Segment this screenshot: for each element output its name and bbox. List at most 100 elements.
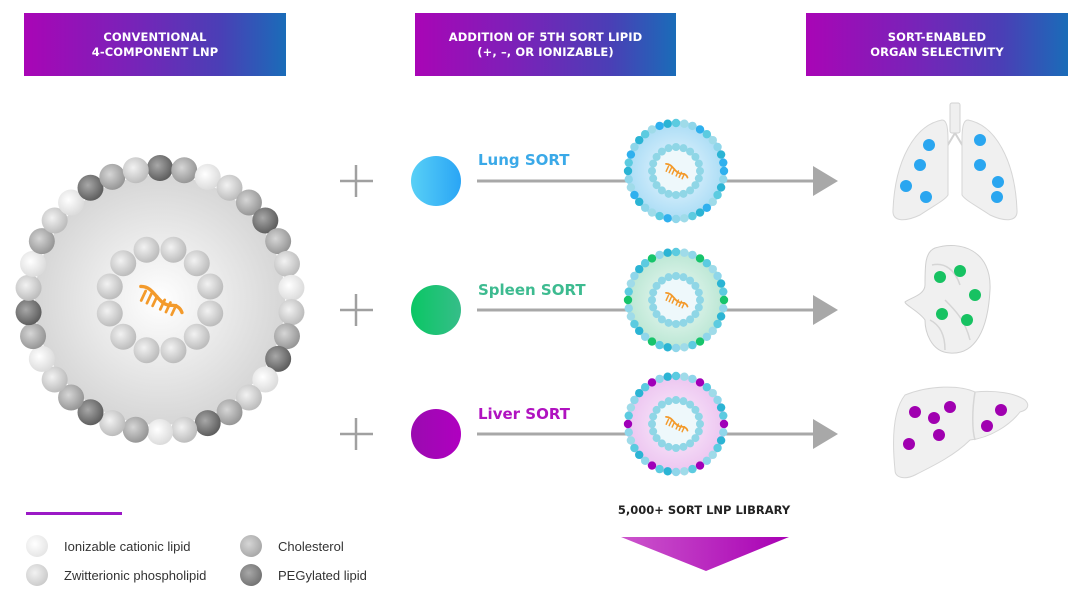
lipid-bead [708,450,717,460]
lipid-bead [719,419,729,429]
lipid-bead [679,442,688,451]
lipid-bead [708,264,717,274]
lipid-bead [672,143,680,151]
lipid-bead [640,383,650,392]
lipid-bead [652,181,661,190]
lipid-bead [671,247,681,257]
legend-item-cholesterol: Cholesterol [240,535,344,557]
lipid-bead [652,434,661,443]
nanoparticle-dot [928,412,940,424]
zwitterionic-lipid-swatch [26,564,48,586]
lipid-bead [635,388,644,398]
lipid-bead [635,264,644,274]
legend-divider [26,512,122,515]
lipid-bead [694,303,703,312]
nanoparticle-dot [961,314,973,326]
lipid-bead [663,343,672,352]
header-title: ADDITION OF 5TH SORT LIPID (+, –, OR ION… [448,29,643,59]
lipid-bead [716,403,726,412]
lipid-bead [688,211,697,221]
lipid-bead [694,174,703,183]
header-title: CONVENTIONAL 4-COMPONENT LNP [91,29,219,59]
mrna-strand-icon [665,292,689,309]
lipid-bead [626,150,636,159]
header-title: SORT-ENABLED ORGAN SELECTIVITY [870,29,1004,59]
lipid-bead [702,130,712,139]
plus-icon [340,165,373,197]
ionizable-lipid-swatch [26,535,48,557]
lipid-bead [691,152,700,161]
lung-sort-lnp-particle [623,118,729,224]
lipid-bead [713,142,722,152]
lipid-bead [647,461,657,470]
lipid-bead [15,274,42,301]
lipid-bead [20,250,47,277]
nanoparticle-dot [900,180,912,192]
mrna-strand-icon [665,416,689,433]
lipid-bead [640,332,650,341]
lipid-bead [623,419,633,429]
lipid-bead [680,467,689,476]
lipid-bead [716,183,726,192]
lipid-bead [58,189,85,216]
lipid-bead [197,300,224,327]
lipid-bead [647,208,657,217]
lipid-bead [695,337,705,346]
lipid-bead [252,366,279,393]
lipid-bead [278,274,305,301]
lipid-bead [647,378,657,387]
lipid-bead [686,147,695,156]
lipid-bead [183,323,210,350]
lipid-bead [626,312,636,321]
lipid-bead [663,248,672,257]
lipid-bead [655,374,664,384]
lipid-bead [626,279,636,288]
liver-sort-label: Liver SORT [478,405,570,423]
nanoparticle-dot [992,176,1004,188]
nanoparticle-dot [936,308,948,320]
lipid-bead [663,372,672,381]
lipid-bead [216,399,243,426]
lipid-bead [640,259,650,268]
lipid-bead [649,412,658,421]
liver-sort-lipid [411,409,461,459]
lipid-bead [640,203,650,212]
lipid-bead [713,190,722,200]
lipid-bead [716,279,726,288]
lipid-bead [694,427,703,436]
lipid-bead [147,155,173,181]
lipid-bead [672,320,680,328]
lipid-bead [680,119,689,128]
lipid-bead [649,159,658,168]
lipid-bead [122,157,149,184]
lipid-bead [635,197,644,207]
lipid-bead [652,152,661,161]
lipid-bead [99,163,126,190]
lipid-bead [657,186,666,195]
lipid-bead [77,399,104,426]
cholesterol-swatch [240,535,262,557]
lipid-bead [686,315,695,324]
lipid-bead [716,150,726,159]
lipid-bead [664,189,673,198]
lipid-bead [671,343,681,353]
lipid-bead [694,412,703,421]
nanoparticle-dot [991,191,1003,203]
lipid-bead [624,287,633,296]
lipid-bead [624,158,633,167]
lipid-bead [657,147,666,156]
lipid-bead [713,395,722,405]
lipid-bead [626,183,636,192]
lipid-bead [624,175,633,184]
lipid-bead [58,384,85,411]
lipid-bead [695,461,705,470]
lipid-bead [688,340,697,350]
lipid-bead [183,250,210,277]
library-label: 5,000+ SORT LNP LIBRARY [617,503,791,517]
lipid-bead [657,315,666,324]
lipid-bead [716,312,726,321]
lipid-bead [649,303,658,312]
mrna-strand-icon [665,163,689,180]
pegylated-lipid-swatch [240,564,262,586]
